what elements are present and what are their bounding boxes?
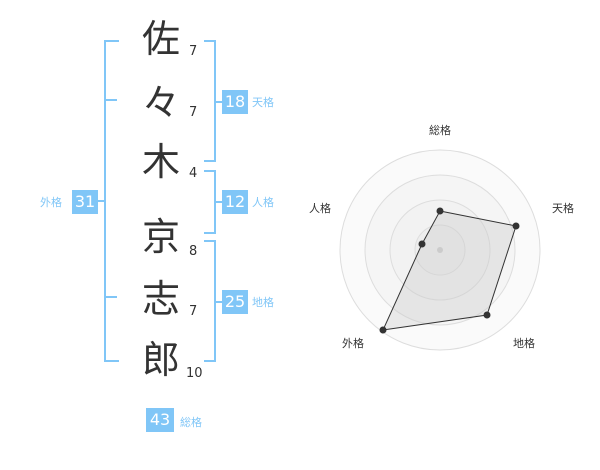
radar-center: [437, 247, 443, 253]
radar-point: [483, 311, 491, 319]
name-char: 佐: [141, 17, 180, 61]
name-char: 々: [141, 81, 180, 125]
soukaku-value: 43: [146, 408, 174, 432]
gaikaku-label: 外格: [40, 196, 62, 209]
jinkaku-value: 12: [222, 190, 248, 214]
chikaku-connector: [214, 301, 222, 303]
chikaku-value: 25: [222, 290, 248, 314]
tenkaku-connector: [214, 101, 222, 103]
stroke-count: 7: [189, 44, 198, 59]
name-char: 郎: [141, 338, 180, 382]
radar-label-jinkaku: 人格: [309, 201, 331, 215]
name-char: 志: [141, 277, 180, 321]
radar-label-chikaku: 地格: [513, 336, 535, 350]
stroke-count: 10: [186, 366, 203, 381]
radar-polygon: [382, 210, 517, 331]
gaikaku-value: 31: [72, 190, 98, 214]
gaikaku-tick: [104, 99, 117, 101]
radar-point: [512, 222, 520, 230]
chikaku-label: 地格: [252, 296, 274, 309]
gaikaku-tick: [104, 296, 117, 298]
radar-label-soukaku: 総格: [429, 123, 451, 137]
stroke-count: 8: [189, 244, 198, 259]
jinkaku-connector: [214, 201, 222, 203]
tenkaku-label: 天格: [252, 96, 274, 109]
tenkaku-value: 18: [222, 90, 248, 114]
name-char: 木: [141, 140, 180, 184]
radar-point: [436, 207, 444, 215]
gaikaku-connector: [96, 200, 104, 202]
gaikaku-bracket: [104, 40, 119, 362]
radar-label-gaikaku: 外格: [342, 336, 364, 350]
stroke-count: 4: [189, 166, 198, 181]
radar-label-tenkaku: 天格: [552, 201, 574, 215]
radar-point: [418, 240, 426, 248]
stroke-count: 7: [189, 304, 198, 319]
radar-point: [379, 326, 387, 334]
soukaku-label: 総格: [180, 416, 202, 429]
name-char: 京: [141, 215, 180, 259]
jinkaku-label: 人格: [252, 196, 274, 209]
stroke-count: 7: [189, 105, 198, 120]
